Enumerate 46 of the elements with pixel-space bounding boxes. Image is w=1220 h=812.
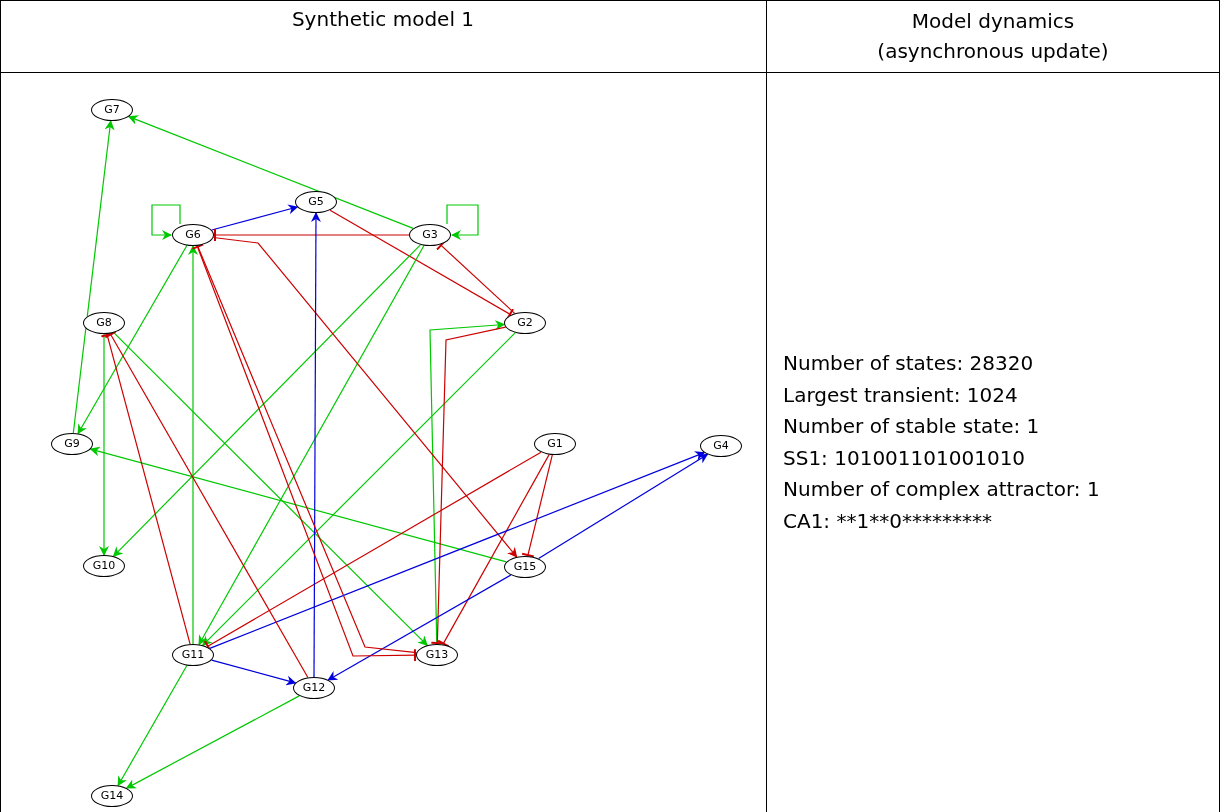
gene-node: G12 xyxy=(293,677,335,699)
arrow xyxy=(202,332,516,646)
gene-node: G1 xyxy=(534,433,576,455)
gene-node: G3 xyxy=(409,224,451,246)
arrow xyxy=(209,451,706,649)
statistic-text: SS1: 101001101001010 xyxy=(783,444,1027,472)
arrow xyxy=(89,446,507,563)
column-header: Model dynamics (asynchronous update) xyxy=(876,8,1110,65)
statistic-text: CA1: **1**0********* xyxy=(783,507,993,535)
arrow xyxy=(188,245,198,645)
arrow xyxy=(327,574,512,681)
arrow xyxy=(538,453,709,560)
arrow xyxy=(127,115,414,229)
gene-node: G10 xyxy=(83,555,125,577)
gene-node: G11 xyxy=(172,644,214,666)
gene-node: G7 xyxy=(91,99,133,121)
arrow xyxy=(211,659,297,686)
arrow xyxy=(113,332,428,646)
gene-node: G14 xyxy=(91,785,133,807)
inhibition-connector xyxy=(101,332,191,645)
gene-node: G5 xyxy=(295,191,337,213)
inhibition-connector xyxy=(104,330,309,679)
arrow xyxy=(117,664,188,787)
arrow xyxy=(99,333,109,556)
column-header: Synthetic model 1 xyxy=(291,6,475,32)
inhibition-connector xyxy=(521,454,553,558)
gene-node: G13 xyxy=(416,644,458,666)
statistic-text: Number of states: 28320 xyxy=(783,350,1035,377)
statistic-text: Largest transient: 1024 xyxy=(783,381,1019,409)
arrow xyxy=(211,204,299,231)
statistic-text: Number of stable state: 1 xyxy=(783,413,1041,440)
gene-node: G4 xyxy=(700,435,742,457)
gene-node: G2 xyxy=(504,312,546,334)
arrow xyxy=(151,204,181,240)
gene-node: G15 xyxy=(504,556,546,578)
gene-node: G8 xyxy=(83,312,125,334)
inhibition-connector xyxy=(213,229,410,241)
arrow xyxy=(125,695,300,789)
statistic-text: Number of complex attractor: 1 xyxy=(783,476,1100,503)
arrow xyxy=(77,244,188,435)
gene-node: G9 xyxy=(51,433,93,455)
arrow xyxy=(310,212,321,678)
arrow xyxy=(72,120,115,434)
arrow xyxy=(112,244,421,557)
gene-node: G6 xyxy=(172,224,214,246)
arrow xyxy=(446,204,479,240)
